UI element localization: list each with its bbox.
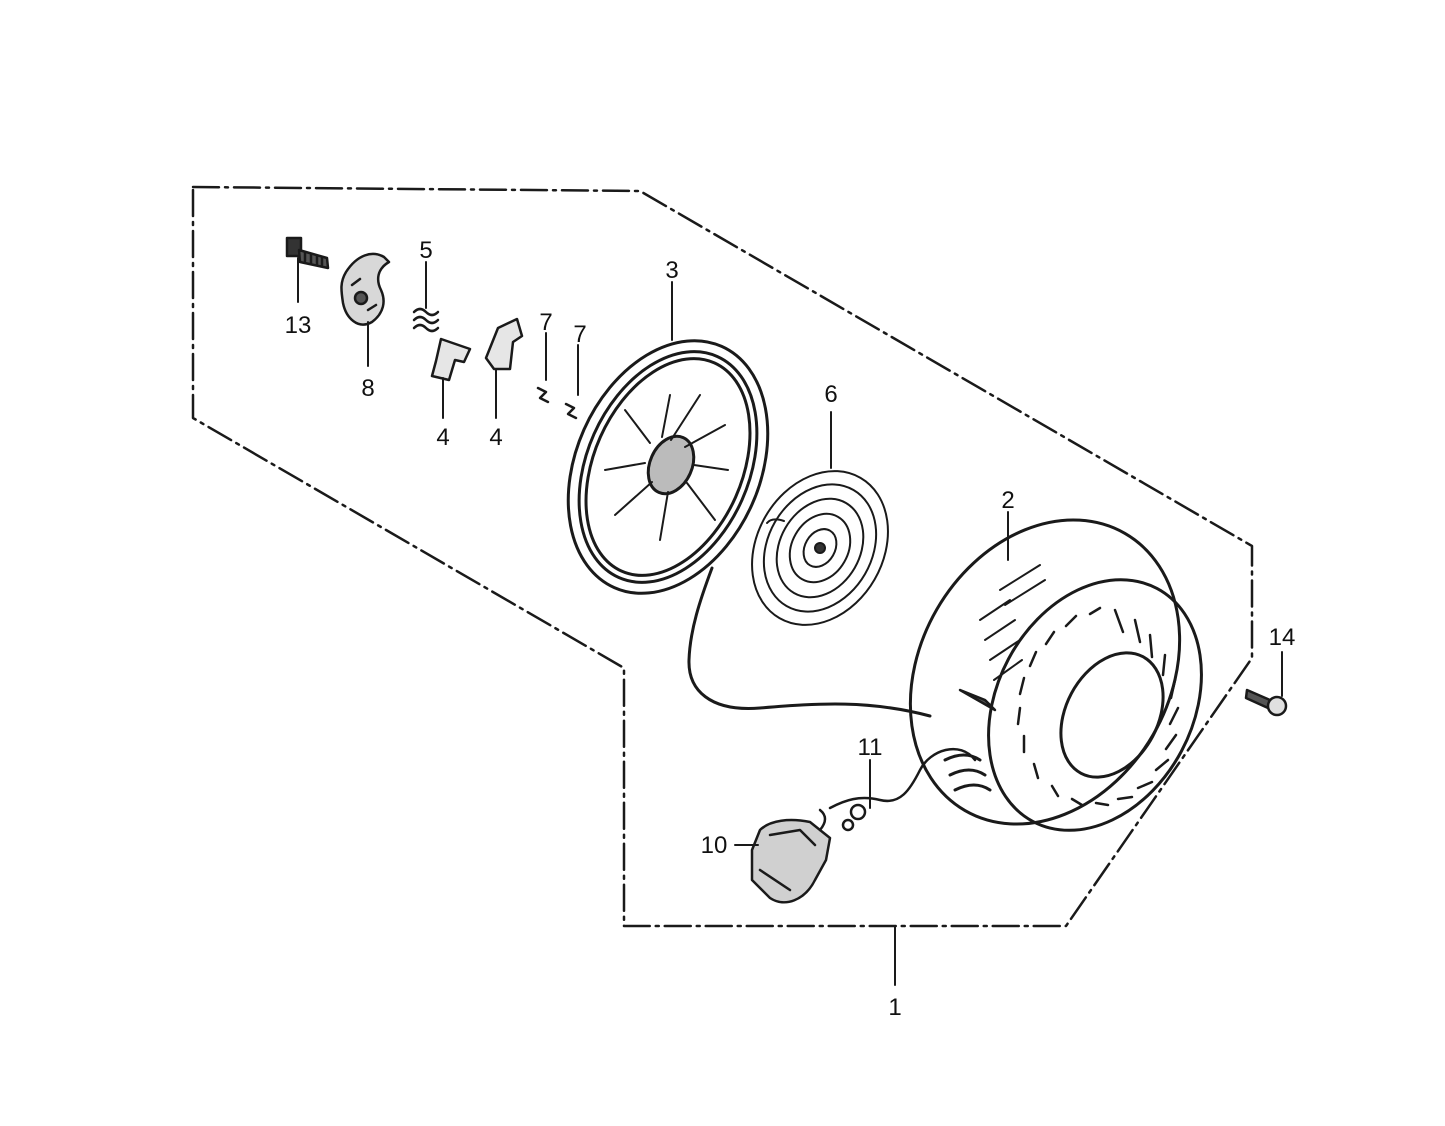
leader-lines [297, 257, 1283, 986]
part-rope [687, 566, 932, 718]
part-2-starter-case [908, 518, 1203, 832]
callout-13: 13 [285, 312, 312, 339]
callout-7a: 7 [539, 309, 552, 336]
part-4-ratchet-a [430, 337, 472, 382]
callout-11: 11 [858, 734, 883, 761]
callout-1: 1 [888, 994, 901, 1021]
part-7-springs [536, 386, 578, 420]
part-5-spring [412, 307, 440, 333]
callout-3: 3 [665, 257, 678, 284]
callout-10: 10 [701, 832, 728, 859]
callout-4a: 4 [436, 424, 449, 451]
part-13-bolt [285, 236, 330, 270]
callout-7b: 7 [573, 321, 586, 348]
callout-5: 5 [419, 237, 432, 264]
part-10-knob [750, 808, 832, 904]
part-14-bolt [1244, 688, 1288, 717]
callout-2: 2 [1001, 487, 1014, 514]
part-4-ratchet-b [484, 317, 524, 371]
callout-14: 14 [1269, 624, 1296, 651]
callout-labels: 13 8 5 4 4 7 7 3 6 2 14 11 10 1 [285, 237, 1296, 1021]
part-11-rope-knot [828, 748, 977, 832]
part-3-reel [566, 339, 770, 595]
part-6-recoil-spring [751, 470, 889, 626]
assembly-boundary [191, 185, 1254, 928]
callout-6: 6 [824, 381, 837, 408]
callout-8: 8 [361, 375, 374, 402]
callout-4b: 4 [489, 424, 502, 451]
part-8-friction-plate [340, 252, 391, 326]
